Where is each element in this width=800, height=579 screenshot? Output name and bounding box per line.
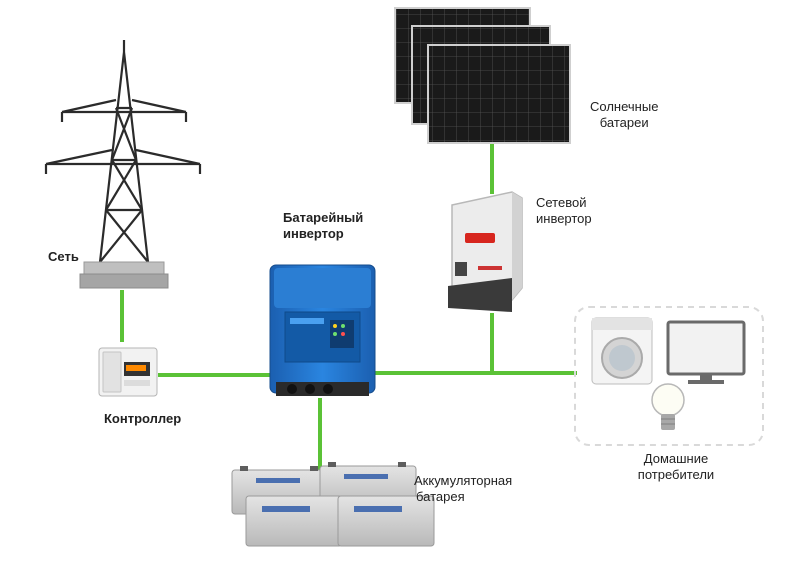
controller-label: Контроллер [104, 411, 182, 426]
batteries-label-line1: Аккумуляторная [414, 473, 513, 488]
batteries-label: Аккумуляторная батарея [414, 473, 512, 505]
power-tower-icon [44, 40, 202, 289]
battery-inverter-label: Батарейный инвертор [283, 210, 363, 242]
solar-panel-icon [394, 7, 571, 144]
solar-label-line2: батареи [599, 115, 649, 130]
battery-inverter-label-line1: Батарейный [283, 210, 364, 225]
washing-machine-icon [591, 317, 653, 385]
controller-meter-icon [98, 347, 158, 397]
grid-label: Сеть [48, 249, 79, 264]
battery-inverter-label-line2: инвертор [283, 226, 344, 241]
battery-inverter-icon [269, 264, 376, 396]
solar-label-line1: Солнечные [590, 99, 659, 114]
consumers-label-line2: потребители [637, 467, 715, 482]
grid-inverter-label-line2: инвертор [536, 211, 592, 226]
grid-inverter-label: Сетевой инвертор [536, 195, 592, 227]
solar-label: Солнечные батареи [590, 99, 658, 131]
light-bulb-icon [651, 383, 685, 430]
battery-bank-icon [231, 462, 435, 547]
monitor-icon [666, 320, 746, 384]
connection-lines [120, 138, 577, 476]
home-consumers-group [574, 306, 764, 446]
grid-inverter-label-line1: Сетевой [536, 195, 587, 210]
consumers-label-line1: Домашние [643, 451, 709, 466]
consumers-label: Домашние потребители [621, 451, 731, 483]
batteries-label-line2: батарея [416, 489, 465, 504]
grid-inverter-icon [448, 191, 523, 312]
